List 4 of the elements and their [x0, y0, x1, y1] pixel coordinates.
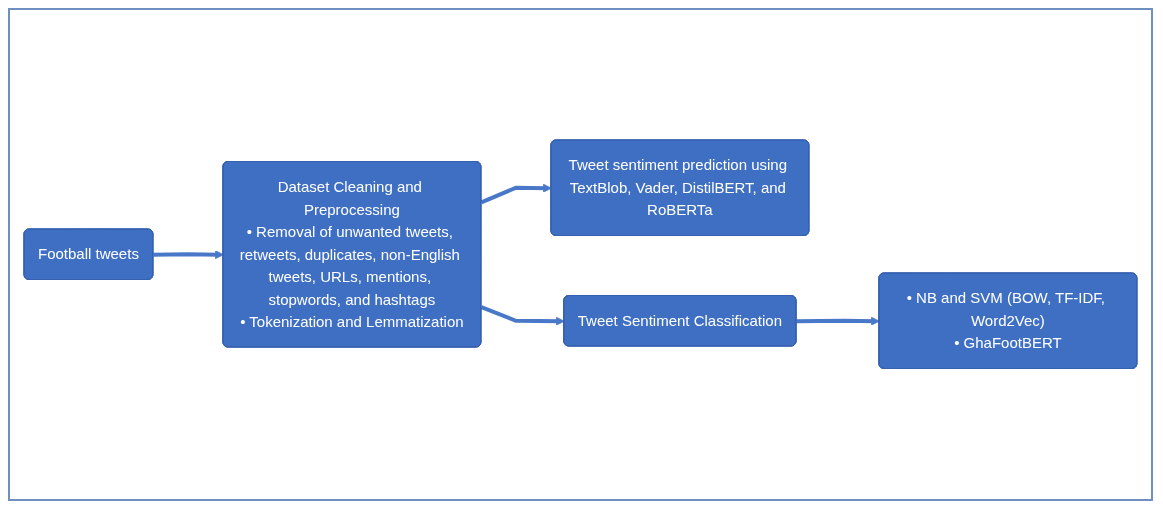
arrow: [153, 250, 224, 260]
arrow: [480, 305, 565, 326]
arrow: [480, 184, 552, 205]
arrow: [796, 317, 880, 326]
